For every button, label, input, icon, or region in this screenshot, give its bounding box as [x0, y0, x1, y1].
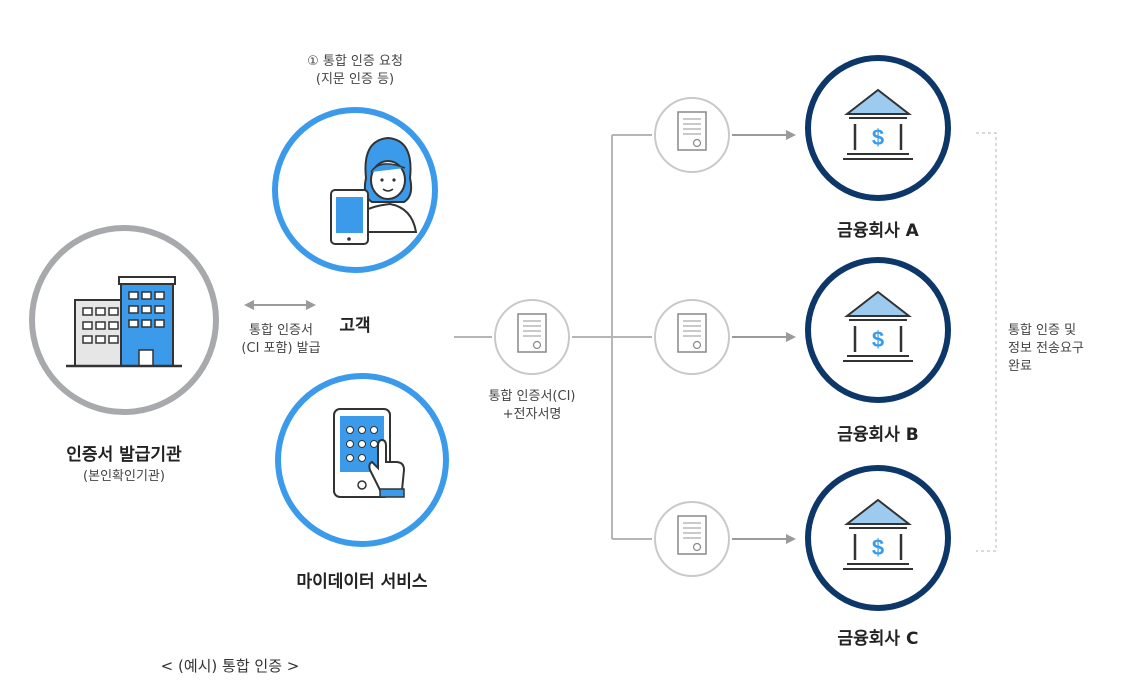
svg-text:$: $ — [872, 535, 884, 560]
cert-line2: +전자서명 — [502, 407, 562, 422]
finance-node-b: $ — [805, 257, 951, 403]
step1-line1: ① 통합 인증 요청 — [307, 54, 403, 69]
completion-line3: 완료 — [1008, 359, 1032, 374]
svg-text:$: $ — [872, 327, 884, 352]
finance-b-name: 금융회사 B — [837, 425, 919, 445]
completion-bracket — [976, 132, 997, 552]
cert-node-a — [654, 97, 730, 173]
certificate-icon — [677, 515, 707, 555]
building-icon — [66, 276, 182, 368]
finance-c-name: 금융회사 C — [837, 629, 919, 649]
issue-line2: (CI 포함) 발급 — [241, 341, 321, 356]
completion-line1: 통합 인증 및 — [1008, 323, 1077, 338]
bank-icon: $ — [843, 88, 913, 160]
certificate-icon — [677, 111, 707, 151]
issuer-node — [29, 225, 219, 415]
finance-a-name: 금융회사 A — [837, 221, 919, 241]
customer-node — [272, 107, 438, 273]
issue-line1: 통합 인증서 — [249, 323, 313, 338]
woman-tablet-icon — [330, 136, 418, 245]
mydata-node — [275, 373, 449, 547]
cert-node-center — [494, 299, 570, 375]
cert-line1: 통합 인증서(CI) — [488, 389, 576, 404]
certificate-icon — [677, 313, 707, 353]
completion-label: 통합 인증 및 정보 전송요구 완료 — [1008, 322, 1084, 376]
cert-node-c — [654, 501, 730, 577]
certificate-icon — [517, 313, 547, 353]
step1-line2: (지문 인증 등) — [315, 72, 395, 87]
cert-node-b — [654, 299, 730, 375]
customer-name: 고객 — [339, 316, 371, 336]
phone-touch-icon — [333, 408, 406, 498]
finance-node-c: $ — [805, 465, 951, 611]
completion-line2: 정보 전송요구 — [1008, 341, 1084, 356]
bank-icon: $ — [843, 290, 913, 362]
step1-label: ① 통합 인증 요청 (지문 인증 등) — [307, 53, 403, 89]
finance-node-a: $ — [805, 55, 951, 201]
issuer-sub: (본인확인기관) — [83, 469, 165, 484]
mydata-name: 마이데이터 서비스 — [296, 572, 428, 592]
issue-label: 통합 인증서 (CI 포함) 발급 — [241, 322, 320, 358]
svg-text:$: $ — [872, 125, 884, 150]
bank-icon: $ — [843, 498, 913, 570]
diagram-caption: < (예시) 통합 인증 > — [160, 657, 300, 675]
connectors — [244, 130, 997, 552]
cert-label: 통합 인증서(CI) +전자서명 — [489, 388, 576, 424]
issuer-name: 인증서 발급기관 — [66, 445, 182, 465]
